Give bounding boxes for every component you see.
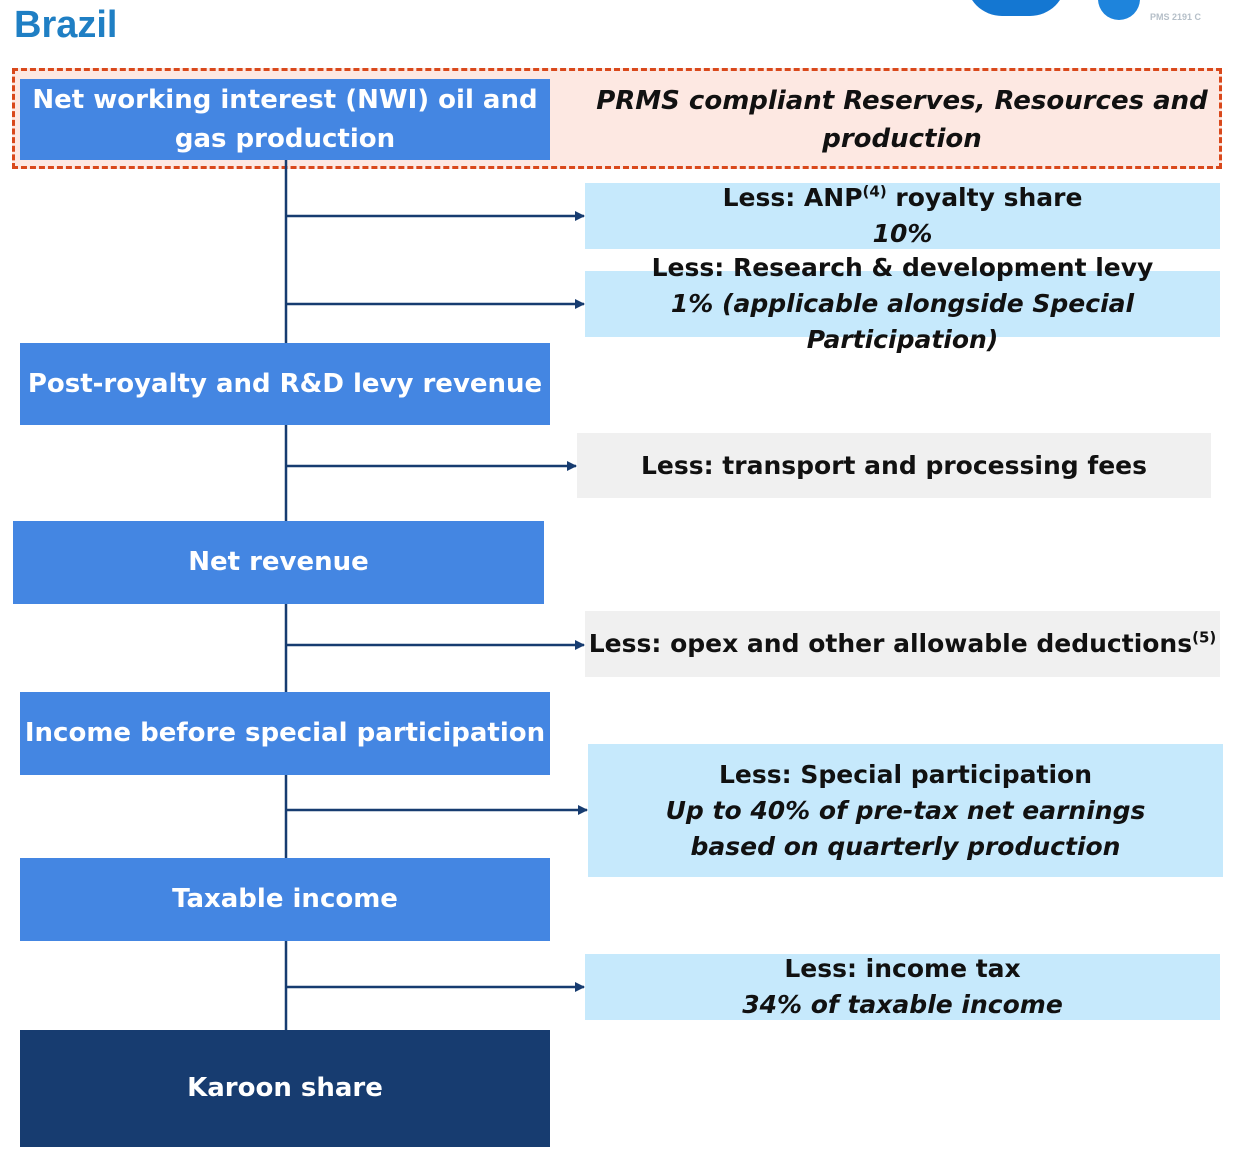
- box-taxable-income: Taxable income: [20, 858, 550, 941]
- logo-icon: [966, 0, 1066, 16]
- box-income-before-sp: Income before special participation: [20, 692, 550, 775]
- box-net-revenue-label: Net revenue: [188, 547, 369, 577]
- note-rd-levy-title: Less: Research & development levy: [651, 253, 1154, 282]
- note-anp-royalty-title: Less: ANP(4) royalty share: [722, 182, 1083, 212]
- page-title: Brazil: [14, 4, 118, 46]
- box-nwi-production-label: Net working interest (NWI) oil and gas p…: [32, 84, 538, 154]
- box-nwi-production: Net working interest (NWI) oil and gas p…: [20, 79, 550, 160]
- prms-note: PRMS compliant Reserves, Resources and p…: [596, 86, 1208, 154]
- box-post-royalty-revenue: Post-royalty and R&D levy revenue: [20, 343, 550, 425]
- box-karoon-share: Karoon share: [20, 1030, 550, 1147]
- logo-icon-secondary: [1098, 0, 1140, 20]
- note-anp-royalty-detail: 10%: [872, 219, 933, 248]
- box-net-revenue: Net revenue: [13, 521, 544, 604]
- logo-text: PMS 2191 C: [1150, 12, 1202, 22]
- note-transport-fees-title: Less: transport and processing fees: [640, 450, 1148, 480]
- box-post-royalty-revenue-label: Post-royalty and R&D levy revenue: [27, 368, 543, 399]
- footnote-4: (4): [862, 182, 887, 201]
- note-special-participation-title: Less: Special participation: [719, 759, 1092, 789]
- note-transport-fees: Less: transport and processing fees: [577, 433, 1211, 498]
- note-opex-deductions: Less: opex and other allowable deduction…: [585, 611, 1220, 677]
- note-anp-royalty: Less: ANP(4) royalty share 10%: [585, 183, 1220, 249]
- note-opex-deductions-title: Less: opex and other allowable deduction…: [588, 628, 1217, 658]
- note-income-tax-detail: 34% of taxable income: [742, 990, 1063, 1019]
- note-income-tax: Less: income tax 34% of taxable income: [585, 954, 1220, 1020]
- box-income-before-sp-label: Income before special participation: [24, 718, 546, 748]
- box-taxable-income-label: Taxable income: [172, 884, 398, 914]
- footnote-5: (5): [1192, 628, 1217, 647]
- note-rd-levy-detail: 1% (applicable alongside Special Partici…: [670, 289, 1135, 354]
- note-special-participation: Less: Special participation Up to 40% of…: [588, 744, 1223, 877]
- note-special-participation-detail: Up to 40% of pre-tax net earnings based …: [665, 795, 1146, 861]
- note-rd-levy: Less: Research & development levy 1% (ap…: [585, 253, 1220, 354]
- box-karoon-share-label: Karoon share: [187, 1073, 383, 1103]
- note-income-tax-title: Less: income tax: [784, 954, 1021, 983]
